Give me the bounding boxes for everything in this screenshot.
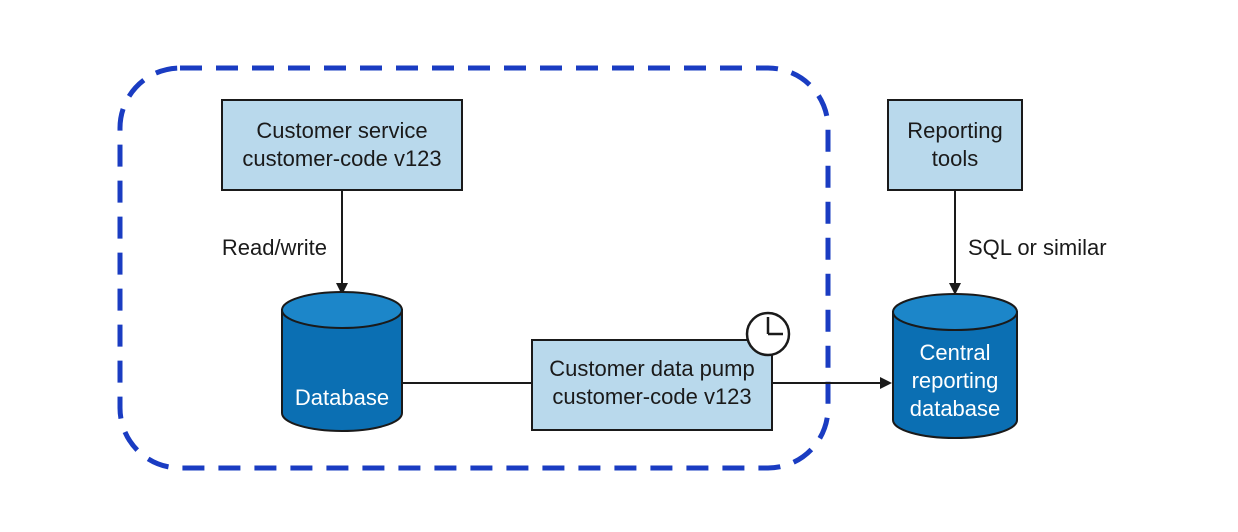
service-boundary [117, 65, 831, 471]
reporting-tools-line1: Reporting [907, 118, 1002, 143]
read-write-label: Read/write [222, 235, 327, 260]
sql-label: SQL or similar [968, 235, 1107, 260]
clock-icon [745, 311, 791, 357]
database-node: Database [281, 291, 403, 432]
data-pump-line2: customer-code v123 [552, 384, 751, 409]
central-reporting-database-node: Central reporting database [892, 293, 1018, 439]
central-db-line2: reporting [912, 368, 999, 393]
central-db-line3: database [910, 396, 1001, 421]
data-pump-line1: Customer data pump [549, 356, 754, 381]
reporting-tools-node: Reporting tools [887, 99, 1023, 191]
customer-service-line2: customer-code v123 [242, 146, 441, 171]
customer-service-line1: Customer service [256, 118, 427, 143]
reporting-tools-line2: tools [932, 146, 978, 171]
customer-service-node: Customer service customer-code v123 [221, 99, 463, 191]
database-label: Database [295, 385, 389, 410]
central-db-line1: Central [920, 340, 991, 365]
data-pump-node: Customer data pump customer-code v123 [531, 339, 773, 431]
